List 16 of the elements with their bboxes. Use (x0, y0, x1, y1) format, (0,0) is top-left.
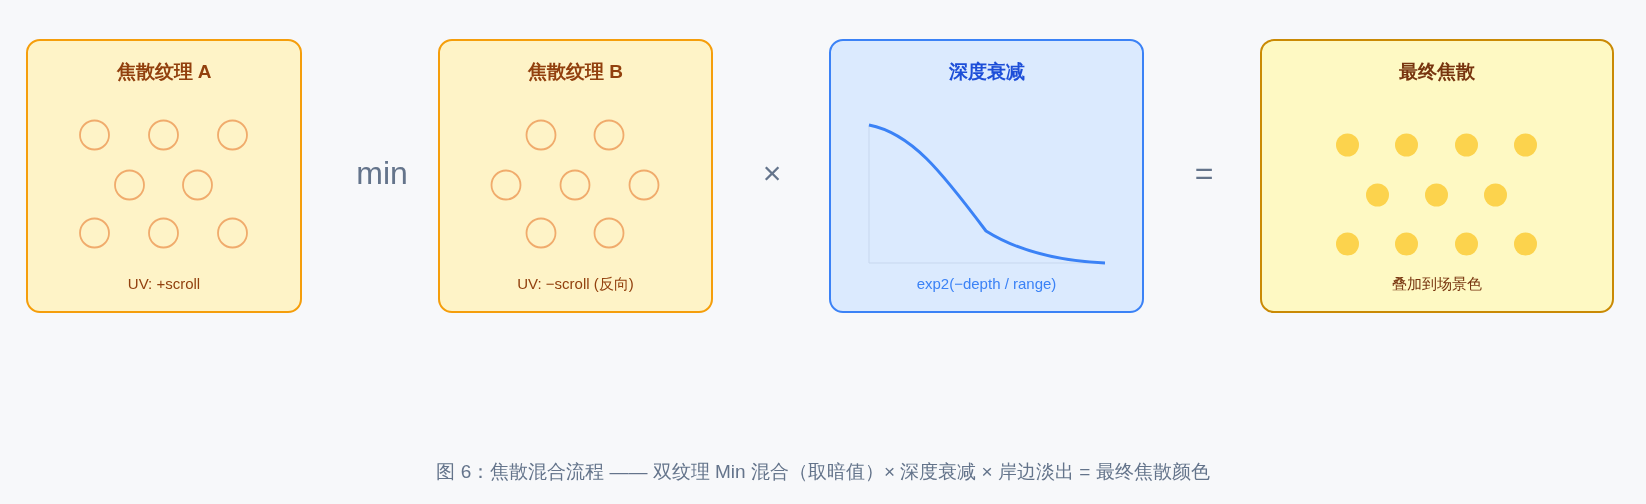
card-note: exp2(−depth / range) (915, 275, 1058, 292)
operator-label: min (356, 154, 408, 192)
card-title: 焦散纹理 B (527, 60, 624, 84)
card-note: UV: −scroll (反向) (516, 275, 635, 294)
process-card (1260, 39, 1614, 313)
card-note: UV: +scroll (126, 275, 202, 292)
card-note: 叠加到场景色 (1391, 275, 1483, 294)
card-title: 焦散纹理 A (115, 60, 213, 84)
operator-label: = (1194, 154, 1214, 192)
process-card (26, 39, 302, 313)
process-card (829, 39, 1144, 313)
process-card (438, 39, 713, 313)
caption: 图 6：焦散混合流程 —— 双纹理 Min 混合（取暗值）× 深度衰减 × 岸边淡出 = 最终焦散颜色 (435, 460, 1211, 484)
operator-label: × (762, 154, 782, 192)
card-title: 最终焦散 (1398, 60, 1476, 84)
card-title: 深度衰减 (947, 60, 1026, 84)
